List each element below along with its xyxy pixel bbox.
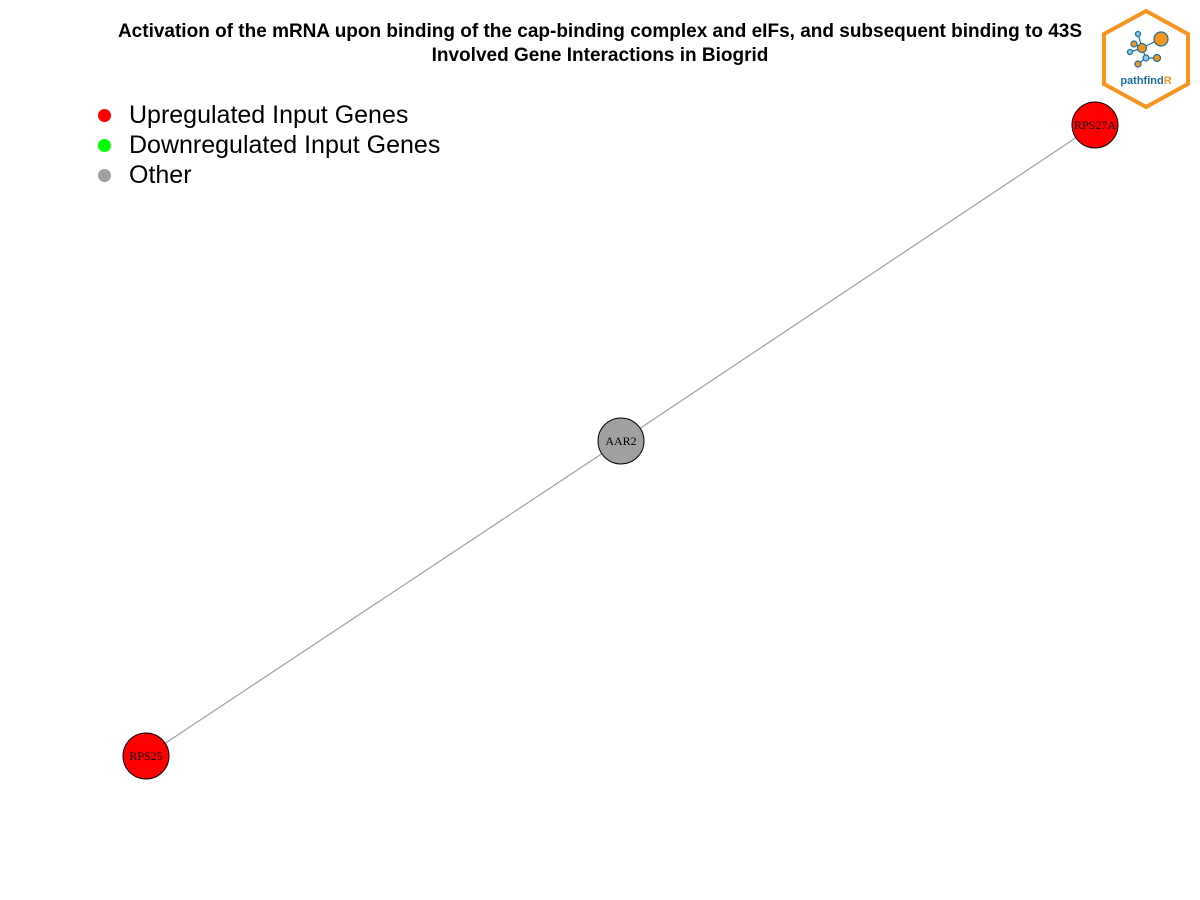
legend-label-upregulated: Upregulated Input Genes	[129, 100, 409, 129]
legend-item-downregulated: Downregulated Input Genes	[96, 130, 440, 160]
legend-dot-other	[98, 168, 111, 182]
node-aar2[interactable]: AAR2	[597, 417, 645, 465]
legend-label-other: Other	[129, 160, 192, 189]
legend-label-downregulated: Downregulated Input Genes	[129, 130, 441, 159]
diagram-title: Activation of the mRNA upon binding of t…	[0, 20, 1200, 68]
logo-network-icon	[1126, 30, 1169, 68]
title-line-1: Activation of the mRNA upon binding of t…	[117, 21, 1083, 42]
node-label-rps27a: RPS27A	[1074, 118, 1116, 132]
node-label-aar2: AAR2	[605, 434, 636, 448]
nodes-layer: RPS27A AAR2 RPS25	[122, 101, 1119, 780]
title-line-2: Involved Gene Interactions in Biogrid	[431, 45, 769, 66]
edge-rps27a-aar2	[620, 124, 1096, 442]
legend-dot-downregulated	[98, 138, 111, 152]
edge-aar2-rps25	[145, 440, 622, 757]
node-circle-aar2[interactable]	[597, 417, 645, 465]
legend-item-other: Other	[96, 160, 440, 190]
pathfindr-logo: pathfindR	[1102, 8, 1190, 110]
logo-text: pathfindR	[1120, 75, 1171, 87]
edges-layer	[145, 124, 1096, 757]
node-rps25[interactable]: RPS25	[122, 732, 170, 780]
node-circle-rps27a[interactable]	[1071, 101, 1119, 149]
legend-item-upregulated: Upregulated Input Genes	[96, 100, 440, 130]
node-label-rps25: RPS25	[129, 749, 162, 763]
legend-dot-upregulated	[98, 108, 111, 122]
node-rps27a[interactable]: RPS27A	[1071, 101, 1119, 149]
legend: Upregulated Input Genes Downregulated In…	[96, 100, 440, 190]
node-circle-rps25[interactable]	[122, 732, 170, 780]
